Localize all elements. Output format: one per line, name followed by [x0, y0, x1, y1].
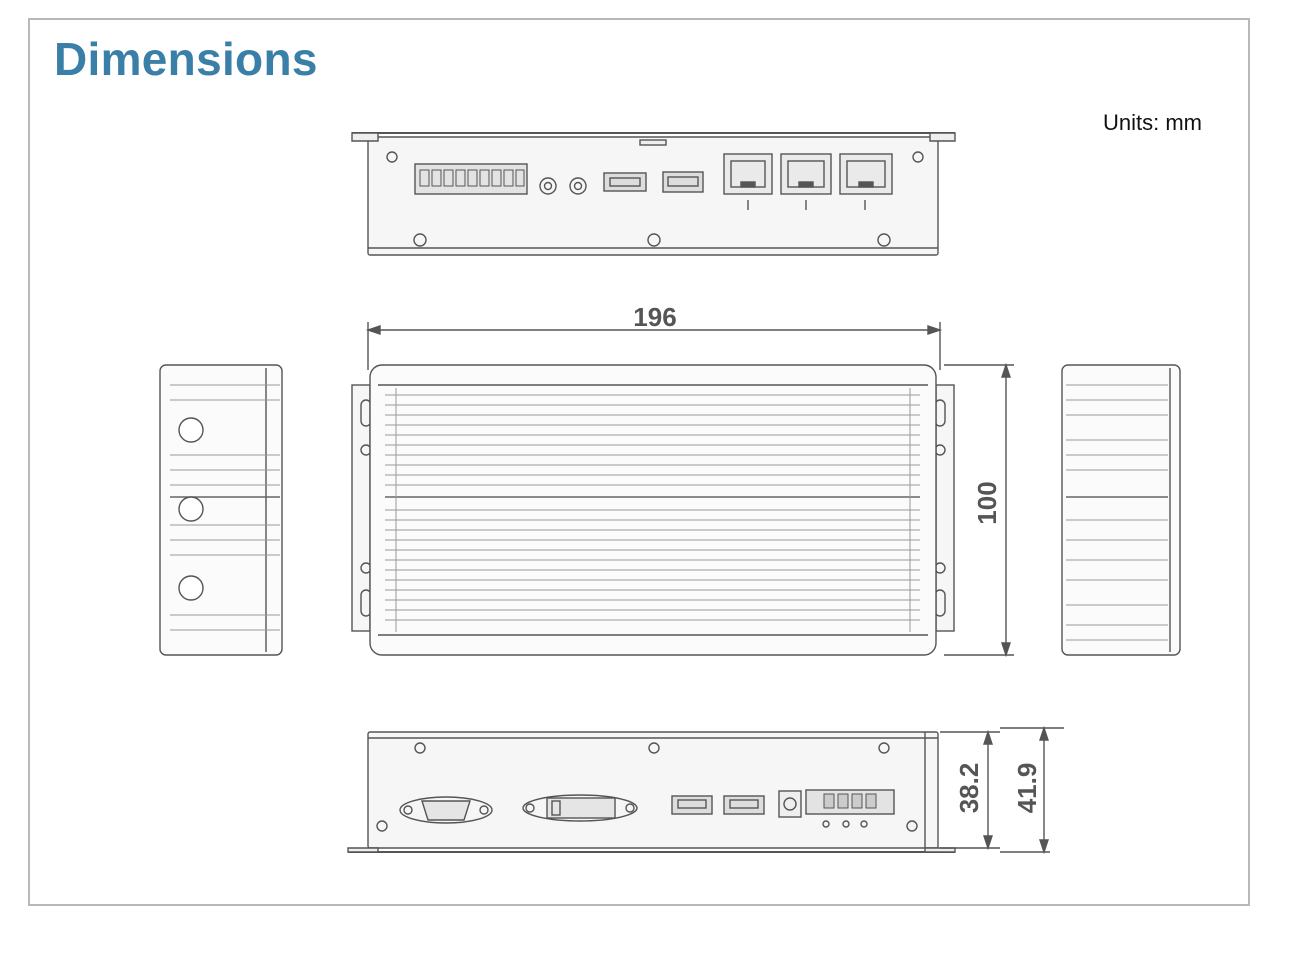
rear-view	[347, 725, 1064, 855]
width-dimension-label: 196	[633, 302, 676, 332]
units-label: Units: mm	[1103, 110, 1202, 135]
front-view	[351, 132, 956, 256]
depth-dimension-label: 100	[972, 481, 1002, 524]
left-side-view	[159, 364, 283, 656]
page-title: Dimensions	[54, 33, 318, 85]
top-view	[351, 322, 1014, 658]
total-height-dimension-label: 41.9	[1012, 763, 1042, 814]
body-height-dimension-label: 38.2	[954, 763, 984, 814]
right-side-view	[1061, 364, 1181, 656]
